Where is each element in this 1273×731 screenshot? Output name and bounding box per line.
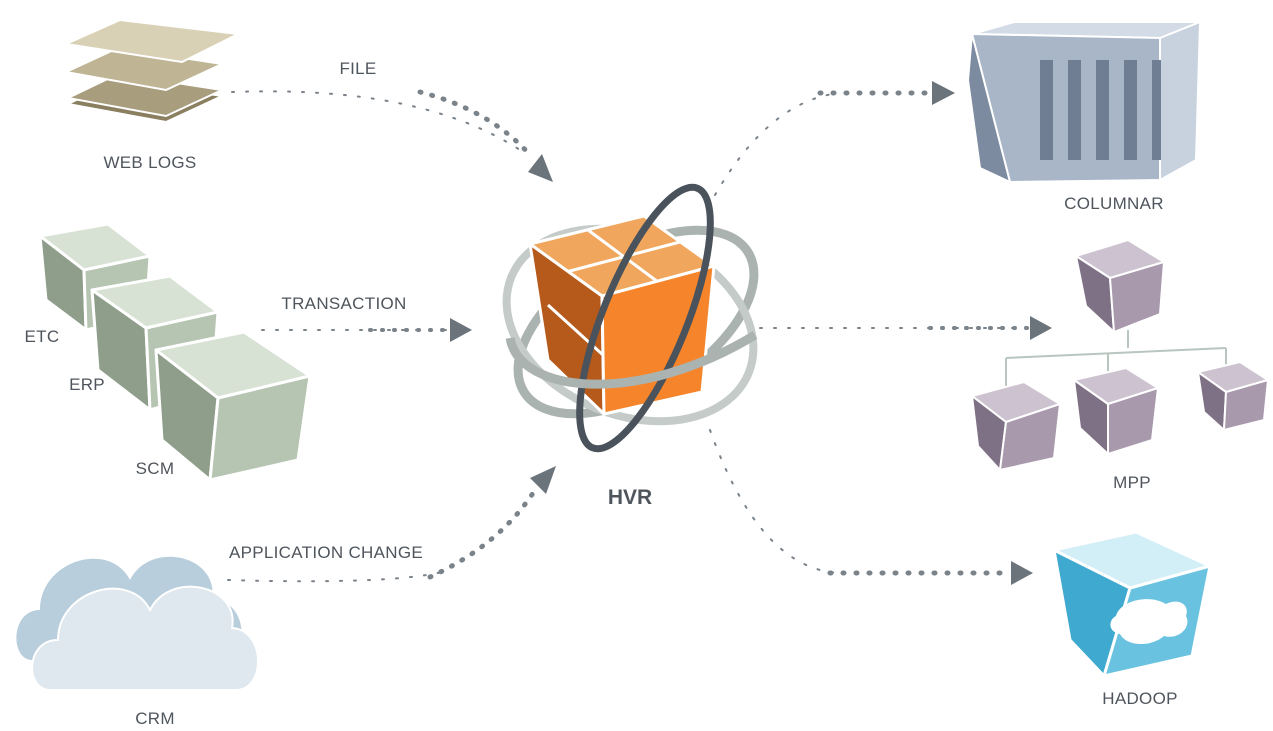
web-logs-label: WEB LOGS (103, 153, 196, 172)
hadoop-label: HADOOP (1102, 689, 1177, 708)
mpp-top-cube (1075, 239, 1165, 333)
mpp-label: MPP (1113, 473, 1151, 492)
cube-tree-icon (971, 239, 1269, 471)
application-change-flow-arrow (227, 466, 556, 583)
hadoop-cube-icon (1052, 530, 1212, 678)
columnar-flow-arrow (714, 81, 955, 196)
etc-label: ETC (25, 327, 60, 346)
orbit-cube-icon (502, 183, 759, 453)
scm-cube (154, 330, 312, 482)
cube-stack-icon (38, 222, 312, 482)
hvr-label: HVR (608, 486, 652, 509)
mpp-left-cube (971, 381, 1061, 471)
mpp-middle-cube (1073, 367, 1159, 455)
mpp-flow-arrow (759, 316, 1052, 340)
crm-label: CRM (135, 709, 175, 728)
application-change-flow-label: APPLICATION CHANGE (229, 543, 423, 562)
transaction-flow-label: TRANSACTION (281, 294, 406, 313)
file-flow-arrow (231, 89, 553, 182)
mpp-right-cube (1197, 361, 1269, 431)
scm-label: SCM (136, 459, 175, 478)
file-flow-label: FILE (339, 59, 376, 78)
hadoop-flow-arrow (709, 429, 1033, 585)
container-icon (967, 21, 1201, 183)
columnar-label: COLUMNAR (1064, 194, 1164, 213)
transaction-flow-arrow (261, 318, 472, 342)
erp-label: ERP (69, 375, 105, 394)
cloud-icon (16, 556, 259, 691)
layers-icon (62, 18, 242, 124)
